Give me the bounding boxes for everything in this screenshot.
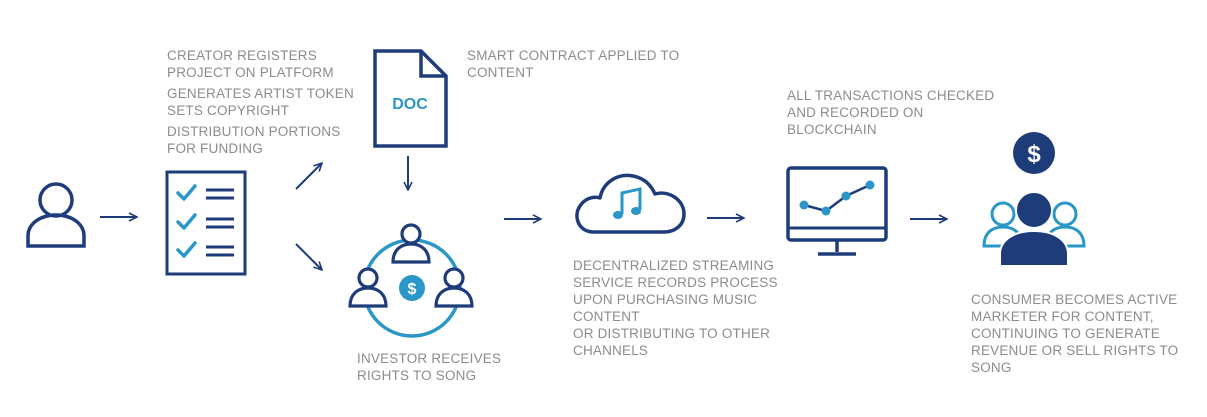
streaming-label-line: UPON PURCHASING MUSIC [573, 292, 758, 307]
consumer-label-line: CONTINUING TO GENERATE [971, 326, 1160, 341]
monitor-chart-icon [786, 166, 888, 256]
consumer-label-line: CONSUMER BECOMES ACTIVE [971, 292, 1178, 307]
investor-label: INVESTOR RECEIVES RIGHTS TO SONG [357, 350, 501, 384]
streaming-label-line: CONTENT [573, 309, 640, 324]
contract-label-line: CONTENT [467, 65, 534, 80]
creator-label-line: PROJECT ON PLATFORM [167, 65, 334, 80]
doc-icon-label: DOC [392, 96, 428, 113]
blockchain-label-line: BLOCKCHAIN [787, 122, 877, 137]
streaming-service-label: DECENTRALIZED STREAMING SERVICE RECORDS … [573, 257, 778, 359]
investor-label-line: RIGHTS TO SONG [357, 368, 477, 383]
consumer-label-line: REVENUE OR SELL RIGHTS TO [971, 343, 1179, 358]
consumer-dollar-glyph: $ [1027, 141, 1041, 168]
contract-label-line: SMART CONTRACT APPLIED TO [467, 48, 680, 63]
consumer-label-line: MARKETER FOR CONTENT, [971, 309, 1154, 324]
blockchain-label-line: ALL TRANSACTIONS CHECKED [787, 88, 995, 103]
streaming-label-line: DECENTRALIZED STREAMING [573, 258, 775, 273]
blockchain-label: ALL TRANSACTIONS CHECKED AND RECORDED ON… [787, 87, 994, 138]
document-icon: DOC [373, 49, 448, 148]
streaming-label-line: CHANNELS [573, 343, 649, 358]
smart-contract-label: SMART CONTRACT APPLIED TO CONTENT [467, 47, 679, 81]
investor-group-icon: $ [348, 223, 474, 338]
cloud-music-icon [575, 173, 686, 234]
dollar-icon: $ [1013, 132, 1055, 174]
arrow-checklist-to-investors [295, 243, 322, 270]
creator-label-line: SETS COPYRIGHT [167, 103, 290, 118]
arrow-checklist-to-contract [295, 163, 322, 190]
person-outline-icon [26, 182, 86, 248]
blockchain-label-line: AND RECORDED ON [787, 105, 924, 120]
streaming-label-line: OR DISTRIBUTING TO OTHER [573, 326, 771, 341]
creator-label-line: GENERATES ARTIST TOKEN [167, 86, 354, 101]
streaming-label-line: SERVICE RECORDS PROCESS [573, 275, 778, 290]
creator-label-line: CREATOR REGISTERS [167, 48, 317, 63]
investor-label-line: INVESTOR RECEIVES [357, 351, 502, 366]
creator-step-label: CREATOR REGISTERS PROJECT ON PLATFORM GE… [167, 47, 354, 157]
creator-label-line: DISTRIBUTION PORTIONS [167, 124, 341, 139]
investor-dollar-glyph: $ [408, 281, 417, 298]
checklist-icon [165, 170, 247, 276]
consumer-label: CONSUMER BECOMES ACTIVE MARKETER FOR CON… [971, 291, 1178, 376]
creator-label-line: FOR FUNDING [167, 141, 263, 156]
consumer-label-line: SONG [971, 360, 1012, 375]
consumer-group-icon: $ [982, 132, 1086, 267]
